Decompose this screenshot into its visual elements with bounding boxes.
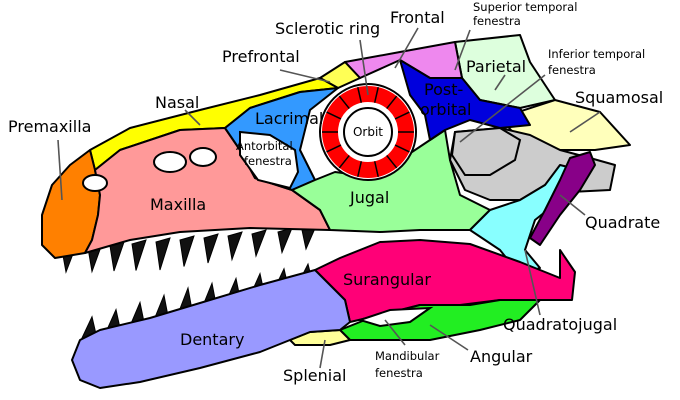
quadratojugal-bone [469, 164, 581, 276]
sclerotic-plate-divider [373, 161, 379, 178]
label-sclerotic-ring: Sclerotic ring [275, 19, 380, 38]
label-surangular: Surangular [343, 270, 431, 289]
label-dentary: Dentary [180, 330, 244, 349]
leader-superior-temporal [454, 29, 471, 71]
sclerotic-plate-divider [357, 86, 363, 103]
label-prefrontal: Prefrontal [222, 47, 300, 66]
label-quadrate: Quadrate [585, 213, 660, 232]
tooth [227, 231, 243, 262]
label-jugal: Jugal [349, 188, 389, 207]
label-orbit: Orbit [353, 125, 383, 139]
label-antorbital-2: fenestra [244, 154, 292, 168]
sclerotic-plate-divider [357, 161, 363, 178]
orbit: Orbit [319, 83, 417, 181]
sclerotic-plate-divider [386, 154, 398, 169]
maxillary-hole-1 [153, 151, 187, 173]
label-frontal: Frontal [390, 8, 445, 27]
leader-angular [429, 324, 469, 351]
tooth [109, 241, 125, 272]
upper-teeth [61, 225, 317, 274]
leader-mandibular [384, 319, 406, 346]
tooth [277, 227, 293, 255]
label-mandibular-2: fenestra [375, 366, 423, 380]
maxillary-hole-2 [189, 147, 217, 167]
leader-quadrate [559, 194, 586, 216]
leader-nasal [184, 109, 201, 126]
label-parietal: Parietal [466, 57, 526, 76]
tooth [155, 237, 171, 271]
label-mandibular-1: Mandibular [375, 349, 440, 363]
tooth [203, 233, 219, 264]
nostril [82, 174, 108, 192]
leader-sclerotic [359, 39, 369, 96]
dentary-bone [71, 269, 351, 389]
mandibular-fenestra [356, 306, 434, 328]
label-superior-temporal-1: Superior temporal [473, 0, 577, 14]
sclerotic-ring-plates [322, 86, 414, 178]
label-lacrimal: Lacrimal [255, 109, 323, 128]
sclerotic-plate-divider [394, 111, 410, 120]
label-squamosal: Squamosal [575, 88, 663, 107]
sclerotic-plate-divider [326, 111, 342, 120]
label-postorbital-2: orbital [420, 100, 472, 119]
label-angular: Angular [470, 347, 533, 366]
sclerotic-plate-divider [373, 86, 379, 103]
label-premaxilla: Premaxilla [8, 117, 91, 136]
sclerotic-plate-divider [326, 144, 342, 153]
sclerotic-plate-divider [338, 95, 350, 110]
label-inferior-temporal-2: fenestra [548, 63, 596, 77]
label-postorbital-1: Post- [424, 80, 463, 99]
tooth [179, 235, 195, 267]
tooth [131, 239, 147, 271]
label-superior-temporal-2: fenestra [473, 14, 521, 28]
leader-inferior-temporal [459, 74, 546, 143]
leader-quadratojugal [524, 249, 541, 316]
label-quadratojugal: Quadratojugal [503, 315, 617, 334]
leader-prefrontal [279, 69, 331, 83]
inferior-temporal-fenestra [450, 126, 522, 176]
label-antorbital-1: Antorbital [236, 139, 293, 153]
antorbital-fenestra [239, 130, 300, 190]
sclerotic-plate-divider [338, 154, 350, 169]
leader-premaxilla [57, 139, 63, 201]
label-nasal: Nasal [155, 93, 199, 112]
leader-frontal [394, 27, 419, 69]
label-splenial: Splenial [283, 366, 346, 385]
leader-splenial [319, 339, 326, 369]
label-inferior-temporal-1: Inferior temporal [548, 47, 645, 61]
angular-bone [339, 299, 541, 341]
tooth [251, 229, 267, 258]
leader-parietal [494, 74, 506, 91]
sclerotic-plate-divider [394, 144, 410, 153]
label-maxilla: Maxilla [150, 195, 206, 214]
orbit-inner [343, 107, 393, 157]
leader-squamosal [569, 111, 601, 133]
quadrate-bone [529, 151, 596, 246]
sclerotic-plate-divider [386, 95, 398, 110]
